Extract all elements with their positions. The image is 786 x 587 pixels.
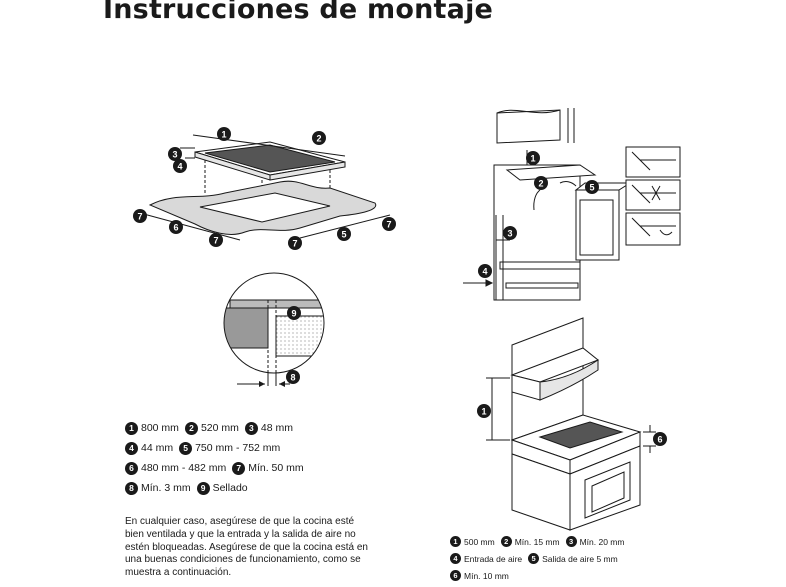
callout-2: 2 [316, 134, 321, 144]
vent-callout-2: 2 [538, 179, 543, 189]
legend-text: Mín. 10 mm [464, 570, 509, 581]
legend-text: 480 mm - 482 mm [141, 462, 227, 474]
vent-callout-4: 4 [482, 267, 487, 277]
legend-badge: 5 [528, 553, 540, 564]
legend-text: Sellado [212, 482, 248, 494]
callout-6: 6 [173, 223, 178, 233]
legend-text: 750 mm - 752 mm [195, 442, 281, 454]
legend-text: Mín. 20 mm [579, 536, 625, 547]
callout-4: 4 [177, 162, 182, 172]
vent-callout-3: 3 [507, 229, 512, 239]
legend-badge: 1 [450, 536, 461, 547]
page-title: Instrucciones de montaje [103, 0, 494, 25]
callout-9: 9 [291, 309, 296, 319]
legend-text: 44 mm [141, 442, 174, 454]
legend-badge: 5 [179, 441, 193, 455]
legend-text: Mín. 3 mm [141, 482, 191, 494]
vent-callout-5: 5 [589, 183, 594, 193]
legend-badge: 2 [500, 536, 512, 547]
callout-7d: 7 [386, 220, 391, 230]
legend-text: Mín. 50 mm [248, 462, 304, 474]
installation-iso-diagram [486, 317, 656, 531]
callout-3: 3 [172, 150, 177, 160]
vent-detail-boxes [625, 146, 681, 246]
vent-callout-1: 1 [530, 154, 535, 164]
legend-badge: 8 [125, 481, 138, 495]
callout-8: 8 [290, 373, 295, 383]
sealing-detail: 9 8 [223, 272, 325, 387]
callout-1: 1 [221, 130, 226, 140]
legend-badge: 6 [125, 461, 138, 475]
legend-text: Mín. 15 mm [514, 536, 560, 547]
ventilation-section-diagram [463, 108, 632, 301]
legend-badge: 3 [565, 536, 577, 547]
iso-callout-1: 1 [481, 407, 486, 417]
callout-5: 5 [341, 230, 346, 240]
legend-text: 48 mm [260, 422, 293, 434]
legend-text: 800 mm [141, 422, 179, 434]
legend-badge: 4 [125, 441, 138, 455]
callout-7a: 7 [137, 212, 142, 222]
legend-text: Salida de aire 5 mm [542, 553, 618, 564]
legend-badge: 2 [184, 421, 198, 435]
legend-badge: 9 [196, 481, 210, 495]
callout-7b: 7 [213, 236, 218, 246]
legend-text: 500 mm [464, 536, 495, 547]
legend-text: Entrada de aire [464, 553, 523, 564]
legend-badge: 7 [232, 461, 246, 475]
callout-7c: 7 [292, 239, 297, 249]
legend-badge: 1 [125, 421, 138, 435]
ventilation-paragraph: En cualquier caso, asegúrese de que la c… [125, 516, 368, 579]
legend-badge: 4 [450, 553, 461, 564]
legend-badge: 3 [244, 421, 258, 435]
legend-badge: 6 [450, 570, 461, 581]
iso-callout-6: 6 [657, 435, 662, 445]
legend-text: 520 mm [200, 422, 239, 434]
